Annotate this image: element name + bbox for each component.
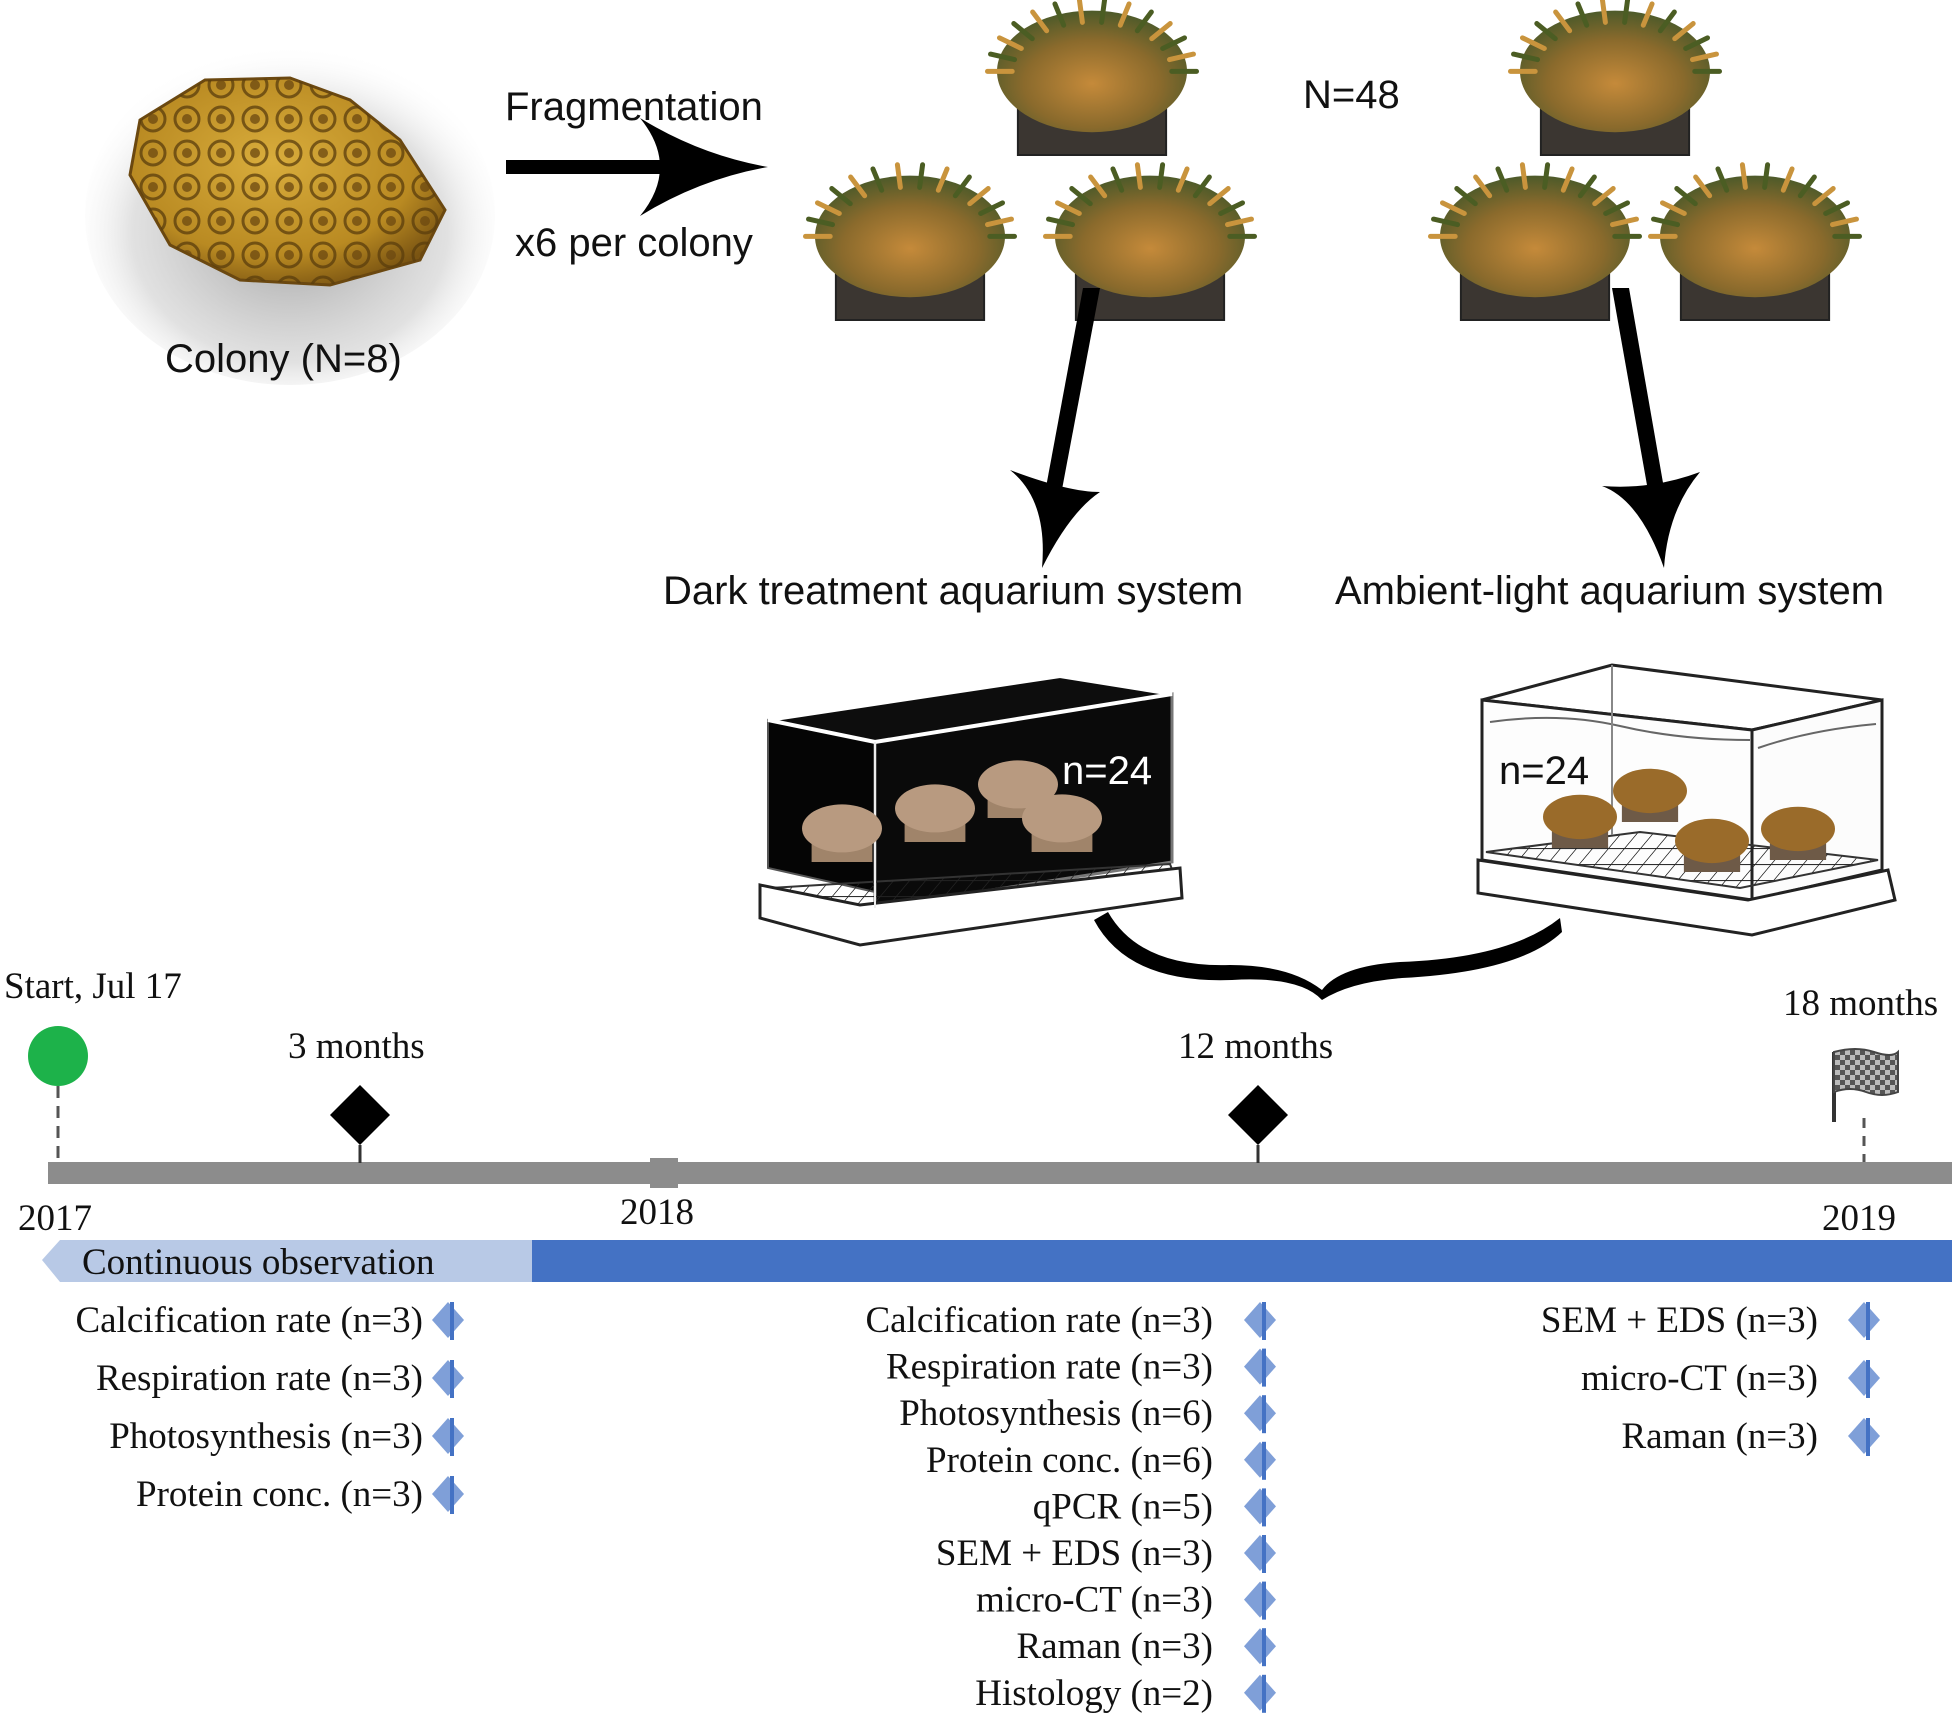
measurement-m12-item-5: qPCR (n=5) [1033, 1486, 1213, 1527]
milestone-3-months-label: 3 months [288, 1026, 425, 1067]
measurement-m12-item-9: Histology (n=2) [975, 1673, 1213, 1714]
fragments-per-colony-label: x6 per colony [515, 221, 753, 265]
continuous-observation-label: Continuous observation [82, 1242, 435, 1283]
measurement-lists: Calcification rate (n=3) Respiration rate… [75, 1300, 1880, 1714]
measurement-marker-icon [1244, 1581, 1276, 1618]
start-label: Start, Jul 17 [4, 966, 182, 1007]
measurement-marker-icon [1244, 1488, 1276, 1525]
colony-label: Colony (N=8) [165, 337, 402, 381]
start-marker-icon [28, 1026, 88, 1086]
measurement-marker-icon [1848, 1418, 1880, 1454]
fragmentation-arrow [506, 118, 768, 216]
measurement-m12-item-8: Raman (n=3) [1016, 1626, 1213, 1667]
arrow-to-dark-system [1010, 288, 1100, 568]
ambient-tank-fragments [1543, 768, 1835, 872]
finish-flag-icon [1832, 1048, 1899, 1122]
arrow-to-ambient-system [1602, 288, 1700, 568]
milestone-3-months-icon [330, 1085, 390, 1145]
coral-fragment-6 [1648, 162, 1862, 321]
measurement-m3-item-1: Calcification rate (n=3) [75, 1300, 423, 1341]
measurement-marker-icon [1244, 1348, 1276, 1385]
coral-fragment-5 [1428, 162, 1642, 321]
measurement-m3-item-3: Photosynthesis (n=3) [109, 1416, 423, 1457]
tank-fragment-1 [802, 804, 882, 862]
coral-fragment-3 [1043, 162, 1257, 321]
measurement-m12-item-7: micro-CT (n=3) [976, 1580, 1213, 1621]
ambient-tank-n-label: n=24 [1499, 749, 1589, 793]
timeline-axis [48, 1162, 1952, 1184]
measurement-m3-item-2: Respiration rate (n=3) [96, 1358, 423, 1399]
measurement-marker-icon [1244, 1628, 1276, 1665]
measurement-marker-icon [1848, 1360, 1880, 1396]
measurement-marker-icon [1244, 1535, 1276, 1571]
year-2019-label: 2019 [1822, 1198, 1896, 1239]
measurement-m12-item-6: SEM + EDS (n=3) [936, 1533, 1213, 1574]
dark-tank-fragments [802, 760, 1102, 862]
milestone-12-months-icon [1228, 1085, 1288, 1145]
measurement-marker-icon [432, 1476, 464, 1512]
tank-fragment-1 [1543, 794, 1617, 848]
measurement-marker-icon [1244, 1395, 1276, 1432]
measurement-m12-item-2: Respiration rate (n=3) [886, 1347, 1213, 1388]
ambient-system-label: Ambient-light aquarium system [1335, 569, 1884, 613]
measurement-m18-item-2: micro-CT (n=3) [1581, 1358, 1818, 1399]
measurement-marker-icon [1244, 1302, 1276, 1338]
measurement-marker-icon [432, 1418, 464, 1454]
measurement-marker-icon [432, 1302, 464, 1338]
tank-fragment-4 [1022, 794, 1102, 852]
measurement-marker-icon [1848, 1302, 1880, 1338]
coral-fragments [803, 0, 1862, 321]
measurement-m12-item-1: Calcification rate (n=3) [865, 1300, 1213, 1341]
observation-bar [42, 1240, 1952, 1282]
measurement-marker-icon [432, 1360, 464, 1396]
dark-tank-n-label: n=24 [1062, 749, 1152, 793]
measurement-m12-item-4: Protein conc. (n=6) [926, 1440, 1213, 1481]
year-2017-label: 2017 [18, 1198, 92, 1239]
milestone-12-months-label: 12 months [1178, 1026, 1333, 1067]
measurement-m12-item-3: Photosynthesis (n=6) [899, 1393, 1213, 1434]
curly-brace [1094, 912, 1562, 1000]
tank-fragment-2 [1613, 768, 1687, 822]
year-2018-tick [650, 1158, 678, 1188]
coral-fragment-2 [803, 162, 1017, 321]
dark-system-label: Dark treatment aquarium system [663, 569, 1243, 613]
tank-fragment-3 [1675, 818, 1749, 872]
measurement-marker-icon [1244, 1674, 1276, 1711]
measurement-m18-item-3: Raman (n=3) [1621, 1416, 1818, 1457]
ambient-aquarium [1476, 663, 1897, 937]
measurement-m18-item-1: SEM + EDS (n=3) [1541, 1300, 1818, 1341]
tank-fragment-3 [978, 760, 1058, 818]
fragmentation-label: Fragmentation [505, 85, 763, 129]
year-2018-label: 2018 [620, 1192, 694, 1233]
coral-fragment-1 [985, 0, 1199, 157]
coral-fragment-4 [1508, 0, 1722, 157]
colony-illustration [85, 45, 495, 385]
tank-fragment-4 [1761, 806, 1835, 860]
measurement-marker-icon [1244, 1441, 1276, 1478]
total-fragments-label: N=48 [1303, 73, 1400, 117]
milestone-18-months-label: 18 months [1783, 983, 1938, 1024]
tank-fragment-2 [895, 784, 975, 842]
measurement-m3-item-4: Protein conc. (n=3) [136, 1474, 423, 1515]
